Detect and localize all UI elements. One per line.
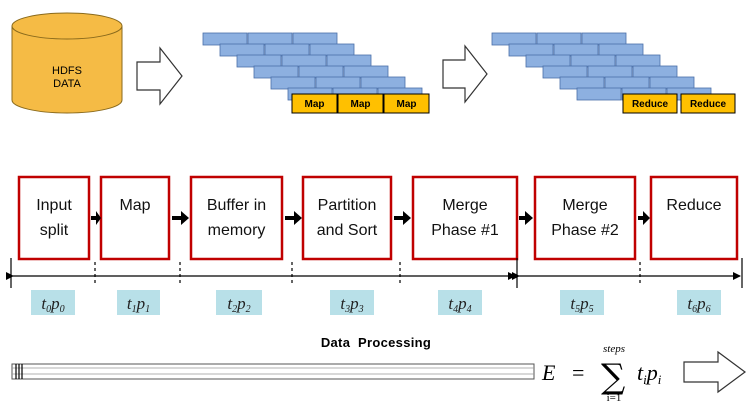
equation-lower-limit: i=1 — [607, 392, 622, 404]
data-block — [536, 32, 582, 46]
data-block — [298, 65, 344, 79]
svg-text:t6p6: t6p6 — [687, 294, 710, 315]
reduce-data-blocks — [491, 32, 712, 101]
data-block — [559, 76, 605, 90]
reduce-task-label: Reduce — [632, 99, 669, 110]
flow-arrow-to-map — [136, 46, 183, 106]
data-block — [236, 54, 282, 68]
stage-partition-and-sort: Partition and Sort — [301, 175, 393, 261]
map-task-label: Map — [351, 99, 371, 110]
data-block — [508, 43, 554, 57]
processing-pipe — [11, 363, 535, 380]
equation-equals: = — [572, 360, 584, 385]
param-tag-0: t0p0 — [31, 290, 75, 315]
param-tag-5: t5p5 — [560, 290, 604, 315]
param-tag-6: t6p6 — [677, 290, 721, 315]
data-block — [264, 43, 310, 57]
svg-text:t3p3: t3p3 — [340, 294, 363, 315]
stage-label-line1: Buffer in — [207, 197, 266, 214]
data-block — [253, 65, 299, 79]
data-block — [202, 32, 248, 46]
param-tag-4: t4p4 — [438, 290, 482, 315]
map-task-2: Map — [337, 93, 384, 114]
stage-connectors — [91, 211, 650, 225]
stage-merge-phase-2: Merge Phase #2 — [533, 175, 637, 261]
equation-upper-limit: steps — [603, 343, 625, 355]
data-block — [525, 54, 571, 68]
stage-merge-phase-1: Merge Phase #1 — [411, 175, 519, 261]
stage-label-line1: Reduce — [666, 197, 721, 214]
stage-reduce: Reduce — [649, 175, 739, 261]
stage-label-line2: Phase #2 — [551, 222, 619, 239]
data-block — [343, 65, 389, 79]
reduce-task-2: Reduce — [680, 93, 736, 114]
svg-text:t1p1: t1p1 — [127, 294, 150, 315]
data-block — [247, 32, 293, 46]
stage-map: Map — [99, 175, 171, 261]
data-block — [270, 76, 316, 90]
data-block — [576, 87, 622, 101]
data-block — [581, 32, 627, 46]
data-block — [219, 43, 265, 57]
reduce-task-label: Reduce — [690, 99, 727, 110]
map-task-label: Map — [305, 99, 325, 110]
stage-label-line1: Input — [36, 197, 72, 214]
stage-label-line1: Merge — [442, 197, 487, 214]
equation-sum-sign: ∑ — [601, 357, 625, 397]
data-block — [604, 76, 650, 90]
data-block — [615, 54, 661, 68]
svg-text:t2p2: t2p2 — [227, 294, 250, 315]
svg-text:tipi: tipi — [637, 360, 662, 387]
param-tag-1: t1p1 — [117, 290, 160, 315]
data-block — [598, 43, 644, 57]
data-block — [292, 32, 338, 46]
stage-input-split: Input split — [17, 175, 91, 261]
stage-buffer-in-memory: Buffer in memory — [189, 175, 284, 261]
stage-label-line1: Map — [119, 197, 150, 214]
stage-label-line2: memory — [208, 222, 266, 239]
data-block — [315, 76, 361, 90]
flow-arrow-to-reduce — [442, 44, 488, 104]
equation-lhs: E — [541, 360, 556, 385]
map-task-1: Map — [291, 93, 338, 114]
data-block — [309, 43, 355, 57]
data-block — [360, 76, 406, 90]
data-block — [542, 65, 588, 79]
data-block — [587, 65, 633, 79]
energy-equation: E = ∑ steps i=1 tipi — [541, 343, 662, 404]
hdfs-label-line1: HDFS — [52, 65, 82, 77]
map-task-label: Map — [397, 99, 417, 110]
data-block — [632, 65, 678, 79]
data-block — [570, 54, 616, 68]
data-block — [281, 54, 327, 68]
hdfs-label-line2: DATA — [53, 78, 81, 90]
reduce-task-1: Reduce — [622, 93, 678, 114]
svg-text:t0p0: t0p0 — [41, 294, 64, 315]
stage-label-line2: and Sort — [317, 222, 378, 239]
diagram-title: Data Processing — [321, 335, 431, 350]
stage-label-line1: Partition — [318, 197, 377, 214]
timeline — [6, 258, 743, 288]
hdfs-cylinder: HDFS DATA — [11, 12, 123, 114]
map-task-3: Map — [383, 93, 430, 114]
svg-text:t4p4: t4p4 — [448, 294, 471, 315]
data-block — [553, 43, 599, 57]
param-tag-3: t3p3 — [330, 290, 374, 315]
svg-text:t5p5: t5p5 — [570, 294, 593, 315]
stage-label-line2: Phase #1 — [431, 222, 499, 239]
data-block — [491, 32, 537, 46]
stage-label-line1: Merge — [562, 197, 607, 214]
output-arrow — [683, 350, 747, 394]
data-block — [649, 76, 695, 90]
param-tag-2: t2p2 — [216, 290, 262, 315]
stage-label-line2: split — [40, 222, 69, 239]
data-block — [326, 54, 372, 68]
map-data-blocks — [202, 32, 423, 101]
